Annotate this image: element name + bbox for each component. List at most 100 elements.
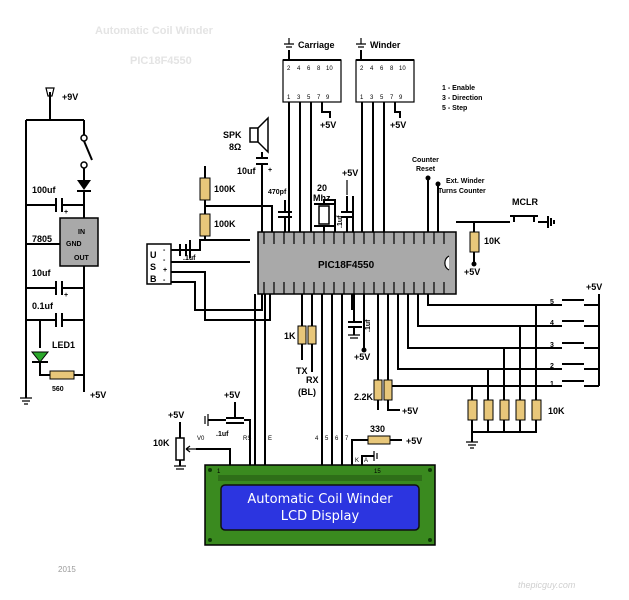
mclr-supply: +5V [464,267,480,277]
lcd-module: 1 15 Automatic Coil Winder LCD Display [204,464,436,546]
lower-supply1: +5V [354,352,370,362]
regulator-7805 [59,217,99,267]
crystal-unit: Mhz [313,193,331,203]
lcd-line-1: Automatic Coil Winder [247,492,393,507]
lcd-wiring: +5V 10K V0 +5V .1uf RS E 4 5 6 7 330 +5V… [153,294,422,470]
button-2-label: 2 [550,363,554,370]
speaker-ohms: 8Ω [229,142,241,152]
cap-470pf-label: 470pf [268,189,287,196]
speaker-section: SPK 8Ω 10uf + 100K 100K 470pf [199,116,292,240]
usb-cap-label: .1uf [183,255,196,262]
power-supply: +9V 100uf + IN GND OUT 7805 10uf + 0.1uf… [20,87,106,405]
usb-letter-u: U [150,250,157,260]
lcd-pin-rs: RS [243,436,251,442]
lower-cap: .1uf [365,319,372,332]
watermark-corner: 2015 [58,565,76,574]
pic18f4550-chip [257,231,457,295]
carriage-pin-4: 4 [297,66,301,72]
vcc-label: +5V [342,168,358,178]
usb-letter-s: S [150,262,156,272]
lower-supply4: +5V [406,436,422,446]
carriage-pin-8: 8 [317,66,321,72]
bias-resistor: 2.2K [354,392,374,402]
speaker-label: SPK [223,130,242,140]
crystal-icon [318,205,330,225]
winder-pin-6: 6 [380,66,384,72]
speaker-cap-label: 10uf [237,166,257,176]
lcd-screen [220,484,420,531]
ext-winder-1: Ext. Winder [446,178,485,185]
winder-pin-10: 10 [399,66,406,72]
winder-pin-8: 8 [390,66,394,72]
lcd-pin-4: 4 [315,436,319,442]
carriage-pin-5: 5 [307,95,311,101]
potentiometer-icon [175,437,185,461]
buttons-resistor: 10K [548,406,565,416]
reg-gnd-label: GND [66,241,82,248]
button-4-label: 4 [550,320,554,327]
crystal-cap: .1uf [337,215,344,228]
counter-reset-2: Reset [416,166,436,173]
regulator-label: 7805 [32,234,52,244]
push-buttons: +5V 5 4 3 2 1 10K [387,282,602,449]
crystal-freq: 20 [317,183,327,193]
carriage-pin-2: 2 [287,66,291,72]
winder-header [355,59,415,103]
pot-supply: +5V [168,410,184,420]
usb-letter-b: B [150,274,157,284]
led-icon [30,351,50,363]
carriage-supply: +5V [320,120,336,130]
serial-bl: (BL) [298,387,316,397]
lcd-pin-last: 15 [374,469,381,475]
led-resistor [49,370,75,380]
stepper-connectors: Carriage Winder 2 4 6 8 10 1 3 5 7 9 2 4… [282,38,415,232]
lower-supply2: +5V [224,390,240,400]
mcu-label: PIC18F4550 [318,260,375,271]
carriage-pin-1: 1 [287,95,291,101]
counter-inputs: Counter Reset Ext. Winder Turns Counter … [412,157,555,277]
lcd-pin-k: K [355,458,359,464]
winder-pin-7: 7 [390,95,394,101]
cap1-label: 100uf [32,185,57,195]
winder-pin-5: 5 [380,95,384,101]
lcd-pin-a: A [364,458,368,464]
ext-winder-2: Turns Counter [438,188,486,195]
usb-pin-2: - [163,257,166,264]
usb-connector: U S B - - + - .1uf [146,239,271,321]
carriage-pin-6: 6 [307,66,311,72]
carriage-header [282,59,342,103]
resistor-100k-1: 100K [214,184,236,194]
cap2-label: 10uf [32,268,52,278]
button-5-label: 5 [550,299,554,306]
carriage-pin-3: 3 [297,95,301,101]
crystal-section: +5V 20 Mhz .1uf [313,168,358,232]
legend-enable: 1 - Enable [442,85,475,92]
carriage-pin-9: 9 [326,95,330,101]
mcu-chip: PIC18F4550 [257,231,457,295]
reg-in-label: IN [78,229,85,236]
watermark-site: thepicguy.com [518,580,576,590]
carriage-label: Carriage [298,40,335,50]
winder-pin-1: 1 [360,95,364,101]
vin-label: +9V [62,92,78,102]
usb-pin-1: - [163,247,166,254]
button-3-label: 3 [550,342,554,349]
buttons-supply: +5V [586,282,602,292]
lcd-pin-7: 7 [345,436,349,442]
serial-rx: RX [306,375,319,385]
counter-reset-1: Counter [412,157,439,164]
legend-step: 5 - Step [442,105,467,112]
carriage-pin-7: 7 [317,95,321,101]
button-1-label: 1 [550,381,554,388]
watermark-title: Automatic Coil Winder [95,25,214,37]
cap3-label: 0.1uf [32,301,54,311]
lcd-pin-v0: V0 [197,436,205,442]
speaker-icon [257,116,269,154]
serial-tx: TX [296,366,308,376]
led-label: LED1 [52,340,75,350]
usb-pin-4: - [163,277,166,284]
lcd-line-2: LCD Display [281,509,360,524]
vout-label: +5V [90,390,106,400]
connector-legend: 1 - Enable 3 - Direction 5 - Step [442,85,482,112]
lcd-pin-first: 1 [217,469,221,475]
